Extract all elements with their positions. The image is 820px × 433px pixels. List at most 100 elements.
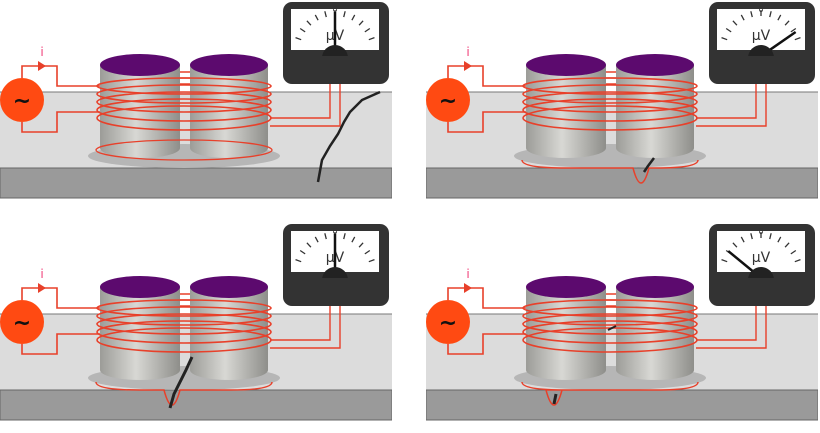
dial-tick xyxy=(732,242,738,248)
coil-winding xyxy=(522,84,698,104)
panel-2: i ~ 0 μV xyxy=(425,0,819,205)
meter-pivot xyxy=(322,267,348,280)
material-layer xyxy=(0,167,393,199)
meter-pivot xyxy=(322,45,348,58)
microvolt-meter: 0 μV xyxy=(709,224,815,306)
wire xyxy=(447,65,526,133)
coil-winding xyxy=(96,84,272,104)
crack xyxy=(642,157,655,173)
material-layer xyxy=(425,167,819,199)
coil-winding xyxy=(96,320,272,344)
meter-wire xyxy=(270,84,341,127)
meter-unit-label: μV xyxy=(752,250,771,266)
meter-pivot xyxy=(748,267,774,280)
wire xyxy=(21,65,100,133)
ac-source xyxy=(0,300,44,344)
dial-tick xyxy=(368,259,375,263)
dial-tick xyxy=(314,14,319,21)
dial-tick xyxy=(769,233,772,240)
dial-tick xyxy=(351,14,356,21)
panel-1: i ~ 0 μV xyxy=(0,0,393,205)
wire xyxy=(21,287,100,355)
coil-winding xyxy=(96,306,272,326)
current-label: i xyxy=(466,45,469,59)
dial-tick xyxy=(794,37,801,41)
material-layer xyxy=(0,389,393,421)
dial-tick xyxy=(295,259,302,263)
meter-zero-label: 0 xyxy=(332,227,337,236)
coil-winding xyxy=(522,313,698,335)
panel-3: i ~ 0 μV xyxy=(0,222,393,427)
panel-4: i ~ 0 μV xyxy=(425,222,819,427)
microvolt-meter: 0 μV xyxy=(709,2,815,84)
current-label: i xyxy=(40,267,43,281)
dial-tick xyxy=(750,233,753,240)
coil-winding xyxy=(522,306,698,326)
ac-source-symbol: ~ xyxy=(439,311,457,336)
ac-source-symbol: ~ xyxy=(439,89,457,114)
dial-tick xyxy=(769,11,772,18)
microvolt-meter: 0 μV xyxy=(283,224,389,306)
dial-tick xyxy=(299,249,306,255)
coil-winding xyxy=(96,91,272,113)
current-arrow-icon xyxy=(464,61,472,71)
eddy-current-loop xyxy=(521,159,699,184)
ac-source xyxy=(0,78,44,122)
coil-winding xyxy=(96,77,272,95)
meter-pivot xyxy=(748,45,774,58)
dial-tick xyxy=(295,37,302,41)
meter-wire xyxy=(696,306,767,349)
eddy-current-loop xyxy=(521,381,699,406)
dial-tick xyxy=(725,27,732,33)
current-arrow-icon xyxy=(464,283,472,293)
dial-tick xyxy=(721,259,728,263)
dial-tick xyxy=(364,249,371,255)
dial-tick xyxy=(750,11,753,18)
dial-tick xyxy=(794,259,801,263)
ac-source xyxy=(426,78,470,122)
dial-tick xyxy=(777,236,782,243)
dial-tick xyxy=(324,233,327,240)
coil-winding xyxy=(522,77,698,95)
dial-tick xyxy=(790,27,797,33)
crack xyxy=(168,356,194,409)
dial-tick xyxy=(740,14,745,21)
dial-tick xyxy=(777,14,782,21)
dial-tick xyxy=(343,11,346,18)
dial-tick xyxy=(358,242,364,248)
coil-winding xyxy=(96,313,272,335)
meter-wire xyxy=(696,84,767,127)
dial-tick xyxy=(784,242,790,248)
dial-tick xyxy=(784,20,790,26)
dial-tick xyxy=(299,27,306,33)
crack xyxy=(316,90,381,183)
meter-unit-label: μV xyxy=(752,28,771,44)
current-arrow-icon xyxy=(38,61,46,71)
dial-tick xyxy=(740,236,745,243)
meter-zero-label: 0 xyxy=(758,5,763,14)
current-arrow-icon xyxy=(38,283,46,293)
dial-tick xyxy=(732,20,738,26)
material-layer xyxy=(425,389,819,421)
dial-tick xyxy=(358,20,364,26)
dial-tick xyxy=(721,37,728,41)
coil-winding xyxy=(96,98,272,122)
coil-winding xyxy=(522,98,698,122)
dial-tick xyxy=(368,37,375,41)
crack xyxy=(552,393,558,405)
ac-source xyxy=(426,300,470,344)
dial-tick xyxy=(790,249,797,255)
meter-wire xyxy=(270,306,341,349)
current-label: i xyxy=(466,267,469,281)
dial-tick xyxy=(306,20,312,26)
microvolt-meter: 0 μV xyxy=(283,2,389,84)
coil-winding xyxy=(522,320,698,344)
coil-winding xyxy=(522,91,698,113)
dial-tick xyxy=(351,236,356,243)
ac-source-symbol: ~ xyxy=(13,311,31,336)
dial-tick xyxy=(306,242,312,248)
dial-tick xyxy=(324,11,327,18)
ac-source-symbol: ~ xyxy=(13,89,31,114)
eddy-current-loop xyxy=(95,139,273,161)
dial-tick xyxy=(314,236,319,243)
